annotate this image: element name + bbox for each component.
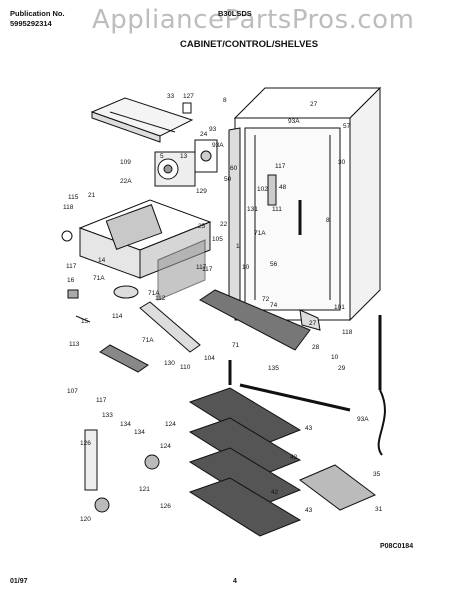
callout-label: 117 [66,263,77,270]
callout-label: 74 [270,302,278,309]
callout-label: 104 [204,355,215,362]
callout-label: 22A [120,178,132,185]
watermark: AppliancePartsPros.com [92,5,415,35]
callout-label: 31 [375,506,383,513]
callout-label: 105 [212,236,223,243]
callout-label: 134 [134,429,145,436]
callout-label: 93A [212,142,224,149]
callout-label: 121 [139,486,150,493]
model-number: B30LSDS [218,9,252,18]
callout-label: 56 [270,261,278,268]
footer-page-number: 4 [233,578,237,585]
callout-label: 60 [230,165,238,172]
callout-label: 71A [93,275,105,282]
callout-label: 5 [160,153,164,160]
callout-label: 25 [198,223,206,230]
reference-code: P08C0184 [380,543,414,550]
callout-label: 118 [342,329,353,336]
callout-label: 8 [223,97,227,104]
callout-label: 71A [148,290,160,297]
callout-label: 124 [165,421,176,428]
callout-label: 43 [305,425,313,432]
callout-label: 13 [180,153,188,160]
callout-label: 72 [262,296,270,303]
callout-label: 71 [232,342,240,349]
top-cover [90,97,194,143]
cabinet-assembly [228,86,382,331]
callout-label: 35 [373,471,381,478]
wire-shelves [188,383,376,537]
callout-label: 120 [80,516,91,523]
callout-label: 14 [98,257,106,264]
callout-label: 101 [334,304,345,311]
callout-label: 127 [183,93,194,100]
callout-label: 16 [67,277,75,284]
callout-label: 114 [112,313,123,320]
callout-label: 10 [242,264,250,271]
publication-label: Publication No. [10,9,65,18]
callout-label: 117 [96,397,107,404]
callout-label: 109 [120,159,131,166]
callout-label: 24 [200,131,208,138]
callout-label: 126 [80,440,91,447]
callout-label: 50 [224,176,232,183]
callout-label: 10 [331,354,339,361]
callout-label: 117 [196,264,207,271]
control-assembly [154,139,218,187]
callout-label: 1 [236,243,240,250]
callout-label: 21 [88,192,96,199]
footer-date: 01/97 [10,578,28,585]
callout-label: 42 [271,489,279,496]
callout-label: 135 [268,365,279,372]
callout-label: 27 [310,101,318,108]
callout-label: 110 [180,364,191,371]
callout-label: 118 [63,204,74,211]
callout-label: 93 [209,126,217,133]
compressor-assembly [61,199,212,323]
callout-label: 8 [326,217,330,224]
callout-label: 30 [338,159,346,166]
callout-label: 15 [81,318,89,325]
callout-label: 43 [305,507,313,514]
callout-label: 48 [279,184,287,191]
callout-label: 93A [357,416,369,423]
callout-label: 33 [167,93,175,100]
callout-label: 115 [68,194,79,201]
section-title: CABINET/CONTROL/SHELVES [180,39,319,50]
callout-label: 124 [160,443,171,450]
casters [84,315,386,513]
callout-label: 117 [275,163,286,170]
kickplate-grille [99,289,311,373]
callout-label: 112 [155,295,166,302]
callout-label: 71A [254,230,266,237]
callout-label: 102 [257,186,268,193]
callout-label: 111 [272,206,282,213]
callout-label: 107 [67,388,78,395]
publication-number: 5995292314 [10,19,52,28]
callout-label: 134 [120,421,131,428]
callout-label: 42 [290,454,298,461]
callout-label: 126 [160,503,171,510]
callout-label: 22 [220,221,228,228]
callout-label: 117 [202,266,213,273]
callout-label: 133 [102,412,113,419]
callout-label: 93A [288,118,300,125]
callout-label: 113 [69,341,80,348]
callout-label: 130 [164,360,175,367]
callout-label: 28 [312,344,320,351]
callout-label: 27 [309,320,317,327]
callout-label: 57 [343,123,351,130]
callout-label: 131 [247,206,258,213]
callout-label: 29 [338,365,346,372]
callout-label: 129 [196,188,207,195]
callout-label: 71A [142,337,154,344]
